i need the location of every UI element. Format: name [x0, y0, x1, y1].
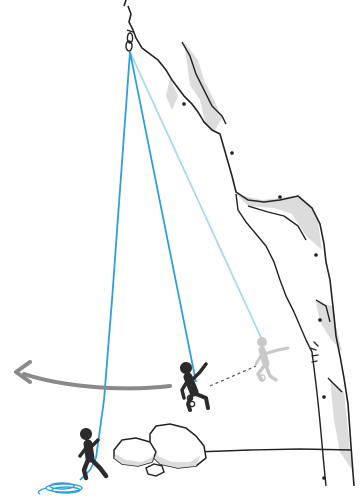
rope-coil-icon	[38, 483, 82, 494]
ghost-leg-right	[266, 366, 276, 380]
rope-to-belayer	[96, 52, 130, 458]
swing-arrow-icon	[16, 362, 170, 388]
belayer-head	[80, 428, 92, 440]
bolt-dot	[314, 253, 318, 257]
climber-arm-lower	[182, 380, 188, 398]
bolt-dot	[182, 102, 186, 106]
carabiner-anchor-icon	[126, 30, 133, 51]
ground-line	[196, 449, 352, 452]
rock-outline	[124, 0, 126, 6]
rock-shadow	[236, 194, 322, 250]
ghost-head	[257, 337, 267, 347]
rock-wall	[124, 0, 354, 486]
boulder-small	[146, 464, 164, 476]
impact-line	[314, 342, 318, 346]
swing-arrow-shaft	[24, 374, 170, 388]
boulder-icon	[114, 424, 206, 476]
belayer-leg-right	[92, 460, 106, 476]
ropes	[80, 52, 264, 480]
fall-trajectory	[210, 366, 256, 386]
bolt-dot	[322, 395, 326, 399]
ghost-climber-icon	[256, 337, 288, 381]
rope-to-climber	[130, 52, 196, 382]
belayer-icon	[80, 428, 106, 478]
bolt-dots	[182, 102, 326, 480]
rock-shadow	[166, 78, 178, 110]
bolt-dot	[322, 476, 326, 480]
anchor-hanger	[127, 30, 133, 32]
bolt-dot	[278, 195, 282, 199]
ghost-arm-right	[264, 348, 288, 354]
impact-burst-icon	[310, 342, 318, 362]
climber-leg-right	[196, 394, 208, 408]
bolt-dot	[230, 151, 234, 155]
belayer-leg-left	[84, 460, 88, 478]
rope-coil-tail	[38, 488, 46, 494]
bolt-dot	[318, 318, 322, 322]
climber-quickdraw	[189, 401, 194, 406]
swing-arrow-head	[16, 362, 30, 382]
belayer-torso	[88, 444, 90, 458]
climber-head	[180, 362, 192, 374]
